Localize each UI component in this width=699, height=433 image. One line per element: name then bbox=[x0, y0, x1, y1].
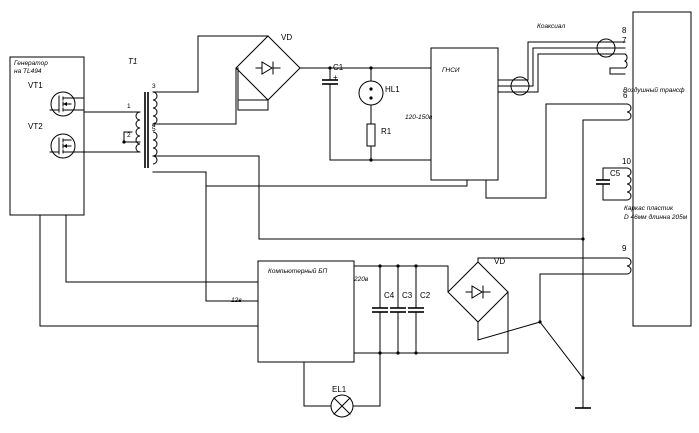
generator-label-line1: Генератор bbox=[14, 60, 48, 67]
transistor-vt2: VT2 bbox=[28, 122, 76, 159]
el1-label: EL1 bbox=[332, 385, 347, 394]
v220-label: 220в bbox=[353, 276, 369, 283]
generator-label-line2: на TL494 bbox=[14, 68, 42, 75]
neon-lamp-hl1: HL1 bbox=[358, 67, 400, 125]
pin6-label: 6 bbox=[623, 91, 628, 100]
primary-wires bbox=[70, 97, 141, 153]
lamp-el1: EL1 bbox=[303, 352, 381, 418]
c1-plus-label: + bbox=[333, 73, 338, 82]
diode-bridge-top: VD bbox=[235, 33, 301, 101]
c4-label: C4 bbox=[384, 291, 395, 300]
c2-label: C2 bbox=[420, 291, 431, 300]
transformer-t1: T1 1 2 3 4 5 bbox=[127, 57, 158, 168]
c3-label: C3 bbox=[402, 291, 413, 300]
capacitors-c4-c3-c2: C4 C3 C2 bbox=[353, 264, 509, 355]
gnsi-label: ГНСИ bbox=[442, 67, 460, 74]
psu-label: Компьютерный БП bbox=[268, 267, 327, 275]
resistor-r1: R1 bbox=[366, 123, 392, 161]
gnsi-voltage-label: 120-150в bbox=[405, 114, 433, 121]
supply-wires bbox=[39, 214, 259, 327]
gnsi-rail-wires bbox=[328, 66, 432, 162]
pin7-label: 7 bbox=[622, 36, 627, 45]
ground-symbol bbox=[539, 321, 591, 409]
t1-pin3-label: 3 bbox=[152, 83, 156, 90]
diode-bridge-bottom: VD bbox=[447, 257, 628, 354]
coax-cable: Коаксиал 8 7 bbox=[497, 23, 628, 96]
pin8-label: 8 bbox=[622, 26, 627, 35]
pin10-label: 10 bbox=[622, 157, 631, 166]
r1-label: R1 bbox=[381, 127, 392, 136]
pin9-label: 9 bbox=[622, 244, 627, 253]
coil6-wires bbox=[485, 103, 628, 379]
t1-pin5-label: 5 bbox=[152, 126, 156, 133]
vt2-label: VT2 bbox=[28, 122, 43, 131]
t1-label: T1 bbox=[128, 57, 137, 66]
t1-pin4-label: 4 bbox=[152, 122, 156, 129]
capacitor-c5: C5 bbox=[596, 167, 628, 201]
computer-psu-block: Компьютерный БП 220в 12в bbox=[231, 260, 369, 363]
generator-block: Генератор на TL494 bbox=[9, 56, 85, 216]
frame-label-line1: Каркас пластик bbox=[624, 205, 674, 212]
air-transformer-label: Воздушный трансф bbox=[623, 86, 685, 94]
air-transformer-frame: Воздушный трансф 6 10 Каркас пластик D 4… bbox=[622, 11, 692, 327]
vd-top-label: VD bbox=[281, 33, 292, 42]
capacitor-c1: C1 + bbox=[322, 63, 344, 111]
secondary-wires bbox=[152, 35, 331, 125]
long-loop-wires bbox=[152, 155, 585, 302]
frame-label-line2: D 46мм длинна 205м bbox=[624, 213, 688, 221]
gnsi-block: ГНСИ 120-150в bbox=[405, 47, 499, 181]
vt1-label: VT1 bbox=[28, 81, 43, 90]
c5-label: C5 bbox=[610, 169, 621, 178]
t1-pin1-label: 1 bbox=[127, 103, 131, 110]
vd-bottom-label: VD bbox=[494, 257, 505, 266]
t1-pin2-label: 2 bbox=[127, 132, 131, 139]
hl1-label: HL1 bbox=[385, 85, 400, 94]
coax-label: Коаксиал bbox=[537, 23, 565, 30]
transistor-vt1: VT1 bbox=[28, 81, 76, 117]
